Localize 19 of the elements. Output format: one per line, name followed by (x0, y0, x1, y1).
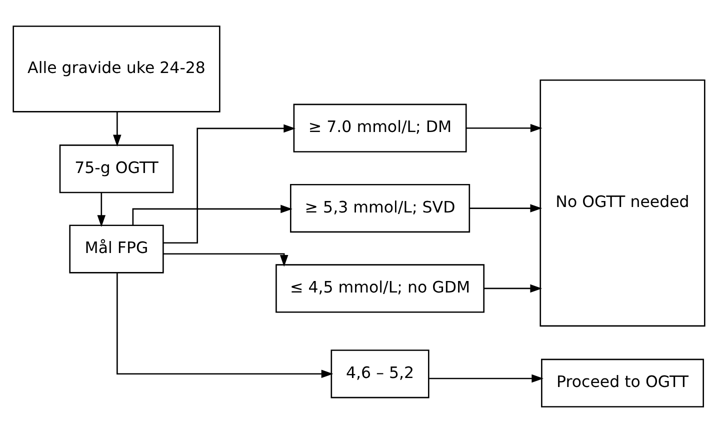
node-box: Mål FPG (69, 224, 164, 273)
node-box: ≥ 5,3 mmol/L; SVD (290, 183, 470, 232)
arrow (466, 123, 542, 132)
arrow (163, 252, 288, 266)
node-box: Alle gravide uke 24-28 (12, 25, 220, 112)
arrow (429, 374, 544, 382)
node-box: Proceed to OGTT (541, 358, 704, 407)
node-box: ≥ 7.0 mmol/L; DM (293, 103, 467, 152)
arrow (484, 284, 542, 292)
arrow (116, 272, 334, 378)
node-box: ≤ 4,5 mmol/L; no GDM (276, 264, 485, 312)
arrow (113, 111, 122, 146)
node-box: 75-g OGTT (59, 144, 174, 193)
arrow (164, 124, 296, 244)
arrow (97, 192, 106, 226)
node-box: 4,6 – 5,2 (330, 349, 430, 398)
arrow (132, 204, 292, 225)
arrow (470, 204, 542, 212)
node-box: No OGTT needed (540, 78, 706, 326)
